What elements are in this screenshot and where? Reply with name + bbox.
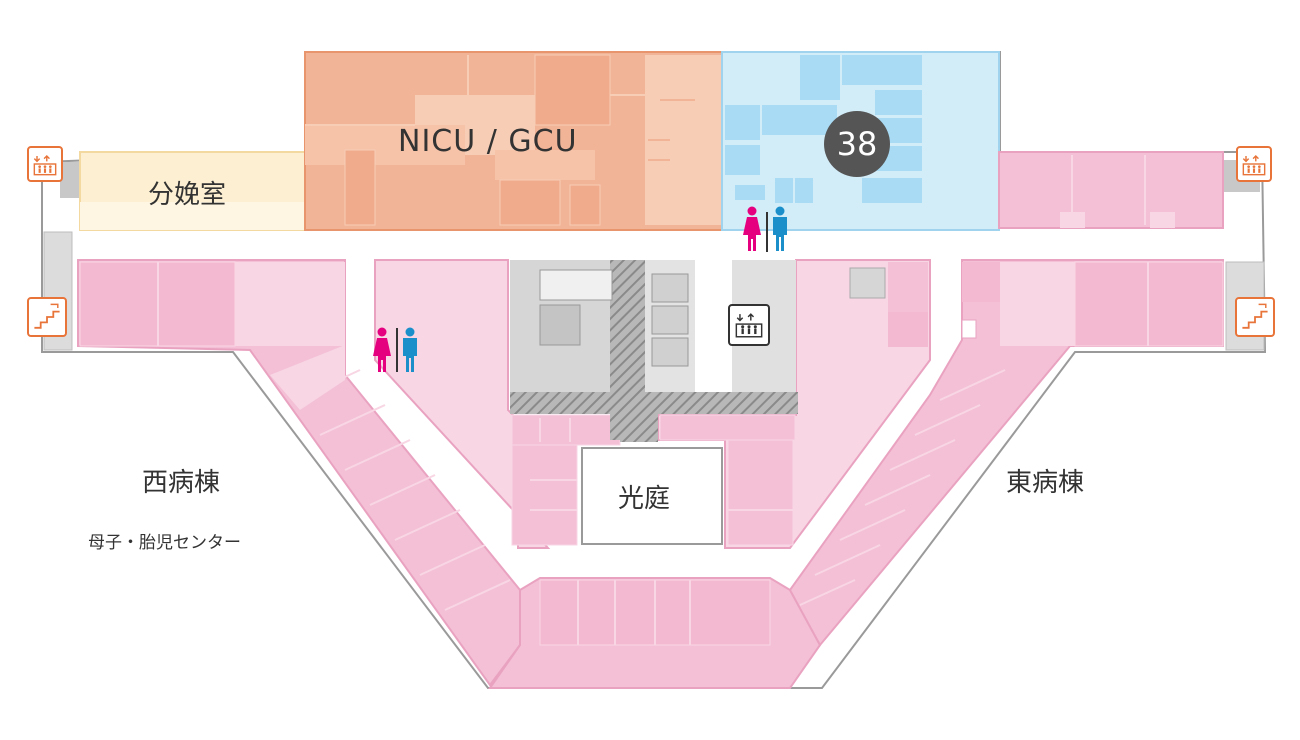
courtyard-area — [581, 447, 723, 545]
elevator-icon[interactable] — [27, 146, 63, 182]
delivery-room-label: 分娩室 — [148, 180, 227, 210]
restroom-icon[interactable] — [740, 205, 796, 255]
south-ward-area[interactable] — [488, 577, 822, 689]
elevator-icon[interactable] — [1236, 146, 1272, 182]
east-ward-area[interactable] — [788, 259, 1224, 647]
west-ward-area[interactable] — [77, 259, 521, 687]
inner-west-block[interactable] — [374, 259, 621, 549]
stairs-icon[interactable] — [1235, 297, 1275, 337]
east-ward-label: 東病棟 — [1006, 468, 1085, 498]
courtyard-label: 光庭 — [618, 484, 671, 514]
east-top-rooms[interactable] — [998, 151, 1224, 229]
delivery-room-area[interactable] — [79, 151, 306, 231]
west-ward-label: 西病棟 — [142, 468, 221, 498]
location-number-badge[interactable]: 38 — [824, 111, 890, 177]
west-ward-sublabel: 母子・胎児センター — [88, 533, 241, 553]
nicu-gcu-label: NICU / GCU — [398, 124, 578, 159]
stairs-icon[interactable] — [27, 297, 67, 337]
inner-east-block[interactable] — [657, 259, 931, 549]
elevator-icon[interactable] — [728, 304, 770, 346]
nicu-gcu-area[interactable] — [304, 51, 723, 231]
restroom-icon[interactable] — [370, 326, 426, 376]
